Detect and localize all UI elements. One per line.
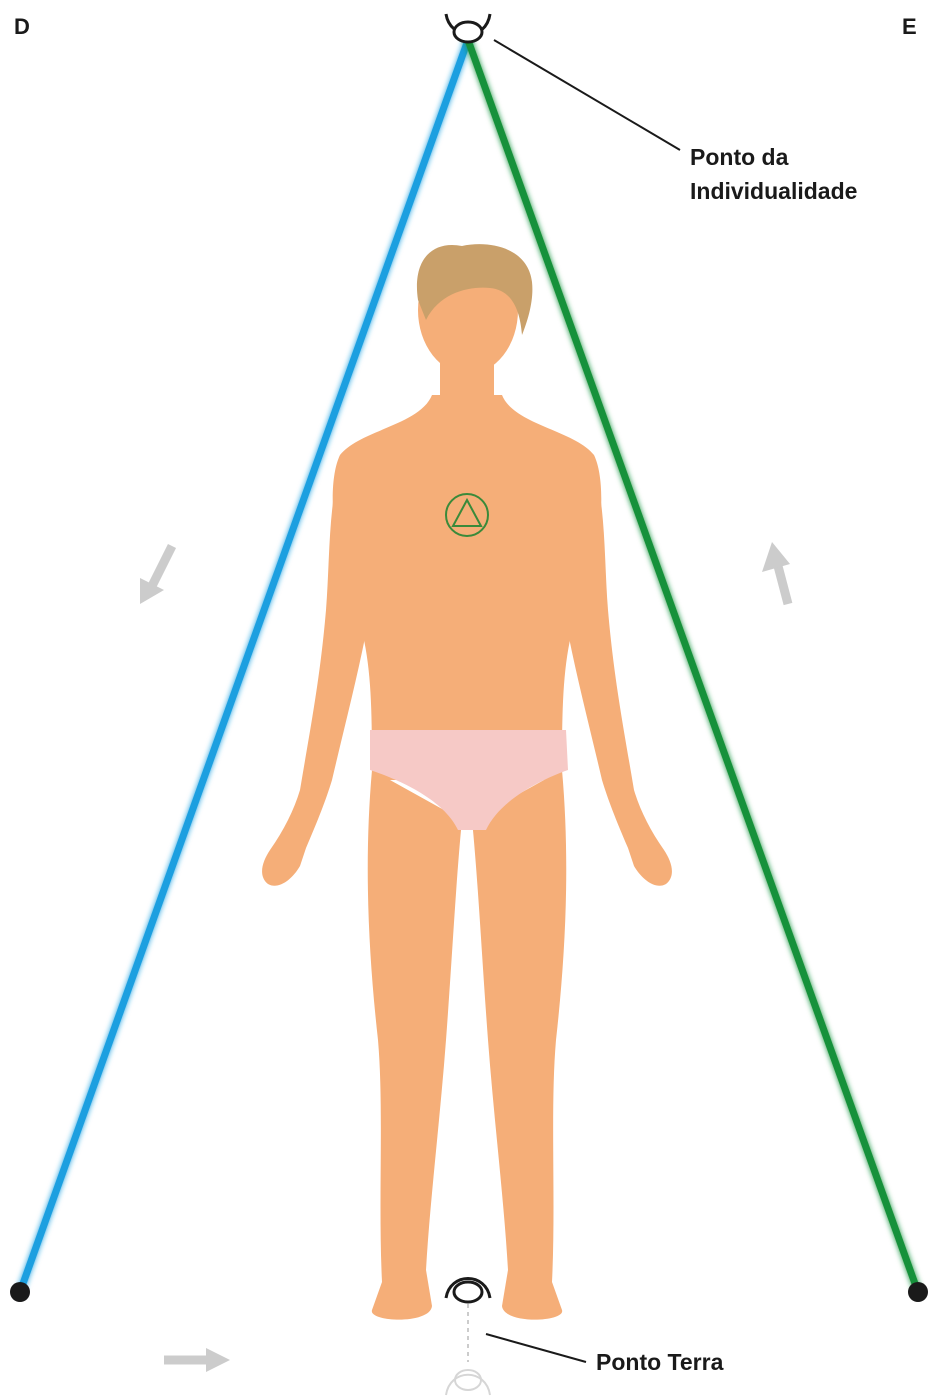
earth-point-label: Ponto Terra [596,1349,723,1376]
left-leg [368,770,462,1320]
ghost-eye-symbol-icon [446,1370,490,1395]
arrow-down-left-icon [140,546,172,604]
arrow-right-icon [164,1348,230,1372]
right-leg [472,770,566,1320]
human-figure [262,244,672,1319]
bottom-leader-line [486,1334,586,1362]
right-arm [556,462,672,886]
arrow-up-icon [762,542,790,604]
eye-symbol-icon [446,14,490,42]
top-leader-line [494,40,680,150]
right-vertex-dot [908,1282,928,1302]
individuality-label-line2: Individualidade [690,174,857,208]
left-arm [262,462,378,886]
right-corner-label: E [902,14,917,40]
left-corner-label: D [14,14,30,40]
left-vertex-dot [10,1282,30,1302]
individuality-point-label: Ponto da Individualidade [690,140,857,208]
individuality-label-line1: Ponto da [690,140,857,174]
